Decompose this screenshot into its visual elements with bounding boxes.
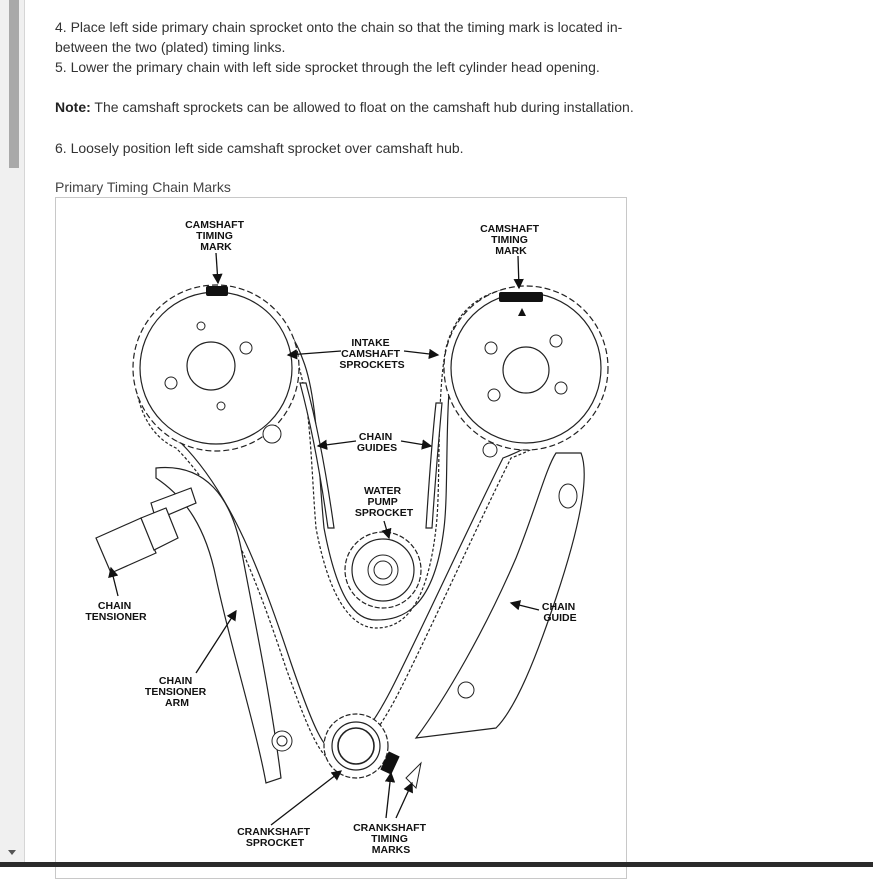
- step-5: 5. Lower the primary chain with left sid…: [55, 59, 600, 75]
- label-camshaft-timing-mark-left: CAMSHAFT TIMING MARK: [185, 219, 247, 253]
- step-4-line-2: between the two (plated) timing links.: [55, 39, 286, 55]
- timing-chain-diagram: CAMSHAFT TIMING MARK CAMSHAFT TIMING MAR…: [55, 197, 627, 879]
- left-scrollbar[interactable]: [0, 0, 25, 867]
- figure-caption: Primary Timing Chain Marks: [55, 179, 231, 195]
- step-6: 6. Loosely position left side camshaft s…: [55, 140, 464, 156]
- note-text: The camshaft sprockets can be allowed to…: [90, 99, 634, 115]
- label-crankshaft-timing-marks: CRANKSHAFT TIMING MARKS: [353, 822, 429, 856]
- scrollbar-thumb[interactable]: [9, 0, 19, 168]
- step-4-line-1: 4. Place left side primary chain sprocke…: [55, 19, 623, 35]
- timing-chain-svg: CAMSHAFT TIMING MARK CAMSHAFT TIMING MAR…: [85, 219, 609, 856]
- note: Note: The camshaft sprockets can be allo…: [55, 97, 634, 117]
- label-water-pump-sprocket: WATER PUMP SPROCKET: [355, 485, 414, 519]
- label-chain-tensioner: CHAIN TENSIONER: [85, 600, 147, 623]
- bottom-taskbar: [0, 862, 873, 867]
- label-camshaft-timing-mark-right: CAMSHAFT TIMING MARK: [480, 223, 542, 257]
- scroll-down-arrow-icon[interactable]: [8, 850, 16, 855]
- label-chain-guides: CHAIN GUIDES: [357, 431, 397, 454]
- label-crankshaft-sprocket: CRANKSHAFT SPROCKET: [237, 826, 313, 849]
- label-chain-tensioner-arm: CHAIN TENSIONER ARM: [145, 675, 209, 709]
- note-label: Note:: [55, 99, 91, 115]
- label-intake-camshaft-sprockets: INTAKE CAMSHAFT SPROCKETS: [339, 337, 404, 371]
- label-chain-guide: CHAIN GUIDE: [542, 601, 578, 624]
